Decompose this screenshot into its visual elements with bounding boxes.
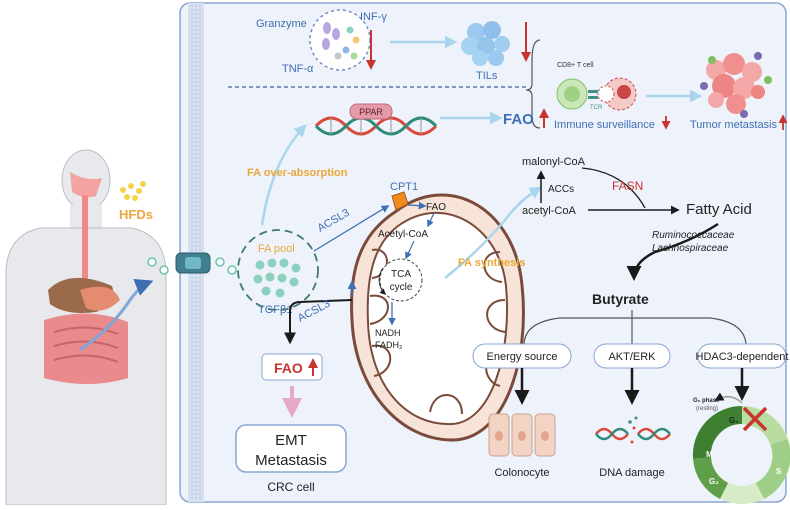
fa-over-absorption-label: FA over-absorption	[247, 167, 348, 179]
hdac3-label: HDAC3-dependent	[696, 351, 789, 363]
hfd-particles-icon	[120, 181, 146, 201]
lachnospiraceae-label: Lachnospiraceae	[652, 243, 729, 254]
inf-gamma-label: INF-γ	[360, 11, 387, 23]
accs-label: ACCs	[548, 184, 574, 195]
g0-phase-label: G₀ phase	[693, 398, 720, 404]
s-label: S	[776, 467, 782, 476]
energy-source-label: Energy source	[487, 351, 558, 363]
fa-synthesis-arrow	[444, 186, 543, 279]
ppar-label: PPAR	[359, 107, 383, 117]
over-absorption-arrow	[260, 124, 307, 226]
acetyl-coa-label: acetyl-CoA	[522, 205, 576, 217]
metastasis-label: Metastasis	[255, 452, 327, 469]
cpt1-label: CPT1	[390, 181, 418, 193]
cytokine-granules-icon	[322, 22, 360, 60]
emt-label: EMT	[275, 432, 307, 449]
human-figure	[5, 149, 167, 506]
butyrate-branches	[523, 317, 747, 345]
fadh2-label: FADH₂	[375, 340, 403, 350]
crc-cell-label: CRC cell	[267, 480, 314, 494]
tumor-metastasis-label: Tumor metastasis	[690, 119, 778, 131]
cd8-t-cell-label: CD8+ T cell	[557, 62, 594, 69]
immune-surveillance-label: Immune surveillance	[554, 119, 655, 131]
intestine-icon	[44, 313, 128, 384]
tils-label: TILs	[476, 70, 498, 82]
tca-label: TCA	[391, 269, 411, 280]
hfds-label: HFDs	[119, 207, 153, 222]
butyrate-label: Butyrate	[592, 291, 649, 307]
fao-to-acetyl-arrow	[427, 212, 435, 228]
cd8-t-cell-icon	[556, 78, 598, 110]
dna-helix-icon	[314, 116, 438, 136]
resting-label: (resting)	[696, 406, 718, 412]
ppar-badge	[349, 103, 393, 120]
fa-transporter-icon	[175, 252, 211, 274]
colonocyte-icon	[488, 413, 556, 457]
m-label: M	[706, 450, 713, 459]
fapool-to-fao-arrow	[284, 299, 353, 345]
dna-damage-icon	[595, 416, 671, 444]
fa-pool-boundary	[237, 229, 319, 311]
g1-label: G₁	[729, 416, 739, 425]
tca-cycle-circle	[379, 258, 423, 302]
fa-pool-label: FA pool	[258, 243, 295, 255]
fao-lower-box	[261, 353, 323, 381]
fao-mito-label: FAO	[426, 202, 446, 213]
akt-erk-label: AKT/ERK	[608, 351, 656, 363]
fao-top-label: FAO	[503, 111, 534, 128]
fa-molecules-outside	[147, 257, 237, 275]
tils-cluster-icon	[461, 21, 510, 66]
nadh-label: NADH	[375, 328, 401, 338]
tgfb1-label: TGFβ1	[258, 304, 292, 316]
acetyl-coa-mito-label: Acetyl-CoA	[378, 229, 428, 240]
g2-label: G₂	[709, 477, 719, 486]
cpt1-arrow	[407, 201, 427, 210]
stomach-icon	[80, 286, 120, 311]
malonyl-join-curve	[581, 167, 646, 209]
fa-synthesis-label: FA synthesis	[458, 257, 525, 269]
dna-damage-label: DNA damage	[599, 467, 664, 479]
colonocyte-label: Colonocyte	[494, 467, 549, 479]
ruminococcaceae-label: Ruminococcaceae	[652, 230, 735, 241]
fasn-label: FASN	[612, 179, 643, 193]
acetyl-to-tca-arrow	[405, 240, 415, 260]
tumor-cluster-icon	[700, 52, 772, 118]
fatty-acid-label: Fatty Acid	[686, 201, 752, 218]
tnf-alpha-label: TNF-α	[282, 63, 314, 75]
bracket	[525, 39, 541, 129]
malonyl-coa-label: malonyl-CoA	[522, 156, 586, 168]
granzyme-label: Granzyme	[256, 18, 307, 30]
emt-box	[235, 424, 347, 473]
g0-arrow	[714, 392, 743, 404]
fao-lower-label: FAO	[274, 360, 303, 376]
fatty-acid-to-butyrate-arrow	[626, 222, 719, 281]
acsl3-upper-arrow	[313, 205, 390, 252]
fa-pool-molecules	[253, 258, 301, 298]
cpt1-channel-icon	[391, 191, 409, 211]
tcr-label: TCR	[590, 105, 603, 111]
target-cancer-cell-icon	[597, 77, 637, 111]
cross-mark-icon	[742, 406, 768, 432]
cycle-label: cycle	[390, 282, 413, 293]
cell-cycle-ring	[692, 405, 790, 504]
